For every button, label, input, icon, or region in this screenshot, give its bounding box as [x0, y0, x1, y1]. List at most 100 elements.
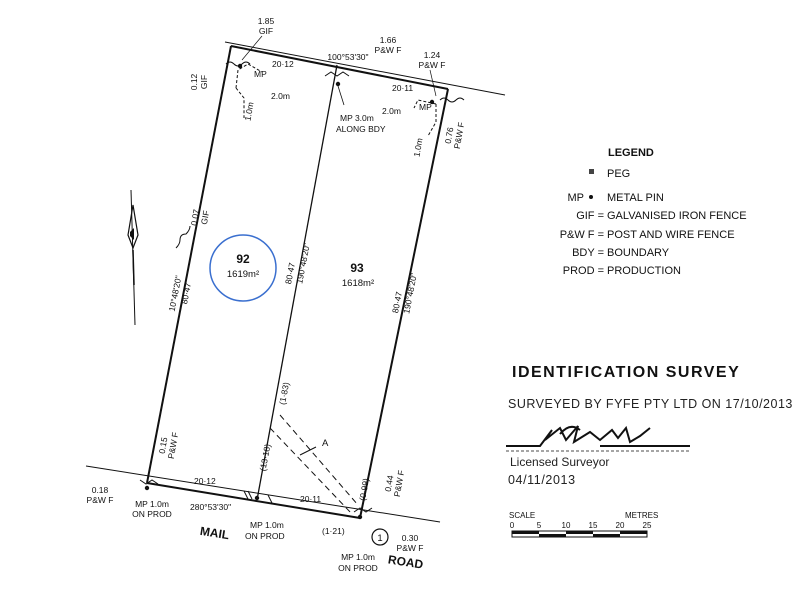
metal-pin-tm [335, 81, 341, 87]
top-road-line [224, 41, 506, 96]
tick-bm-2 [247, 490, 253, 500]
label-bot-bearing: 280°53'30" [190, 502, 231, 512]
middle-boundary [256, 64, 338, 501]
legend-pwf-desc: POST AND WIRE FENCE [607, 229, 735, 241]
scale-tick-20: 20 [616, 521, 625, 530]
bottom-boundary [146, 482, 361, 519]
label-2m-left: 2.0m [271, 91, 290, 101]
fence-wiggle-left [175, 225, 191, 249]
label-mp-mid-2: ALONG BDY [336, 124, 386, 134]
legend-gif-desc: GALVANISED IRON FENCE [607, 210, 747, 222]
leader-tm [337, 85, 345, 106]
label-diag-a: A [322, 438, 329, 449]
label-br-030: 0.30 [402, 533, 419, 543]
label-br-044f: P&W F [392, 469, 407, 497]
scale-bar-seg-4 [593, 534, 620, 537]
survey-title: IDENTIFICATION SURVEY [512, 364, 740, 381]
left-boundary [146, 45, 232, 484]
fence-wiggle-br [353, 507, 373, 513]
metal-pin-bm [254, 495, 260, 501]
legend-title: LEGEND [608, 147, 654, 159]
label-gif-mid-val: 0.07 [189, 208, 202, 226]
label-right-fence: P&W F [452, 121, 467, 149]
label-br-mp-2: ON PROD [338, 563, 378, 573]
scale-bar-seg-5 [620, 531, 647, 534]
scale-unit: METRES [625, 511, 658, 520]
offset-tl [235, 63, 263, 118]
easement-leader [299, 446, 317, 456]
label-diag-2: (13·18) [258, 443, 273, 472]
metal-pin-br [357, 514, 363, 520]
lot-93-number: 93 [350, 261, 364, 275]
legend-peg: PEG [607, 168, 630, 180]
label-gif-mid: GIF [199, 210, 211, 226]
label-bl-out-fence: P&W F [87, 495, 114, 505]
label-left-gif-val: 0.12 [189, 73, 199, 90]
north-arrow-tail [132, 249, 135, 286]
corner-circle-br [371, 528, 389, 546]
label-bm-mp-2: ON PROD [245, 531, 285, 541]
legend-mp-key: MP [568, 192, 585, 204]
scale-tick-5: 5 [537, 521, 542, 530]
tick-bm-1 [243, 490, 249, 500]
label-bl-mp-1: MP 1.0m [135, 499, 169, 509]
label-diag-1: (1·83) [277, 381, 291, 405]
label-bm-mp-1: MP 1.0m [250, 520, 284, 530]
label-top-bearing: 100°53'30" [327, 52, 368, 62]
surveyor-signature [506, 425, 690, 447]
label-1m-left: 1.0m [242, 101, 255, 121]
road-name-right: ROAD [387, 552, 424, 571]
label-tr-fence: P&W F [419, 60, 446, 70]
right-boundary [359, 88, 449, 519]
legend-pwf-key: P&W F = [560, 229, 604, 241]
legend-bdy-desc: BOUNDARY [607, 247, 670, 259]
legend-mp-desc: METAL PIN [607, 192, 664, 204]
label-bl-fence-val: 0.15 [157, 436, 170, 454]
tick-bm-3 [267, 494, 273, 504]
legend-prod-key: PROD = [563, 265, 604, 277]
label-br-099: (0·99) [357, 477, 371, 501]
label-tl-gif: GIF [259, 26, 273, 36]
lot-92-highlight [209, 234, 277, 302]
label-bl-fence: P&W F [166, 431, 181, 459]
label-1m-right: 1.0m [411, 137, 424, 157]
metal-pin-bl [144, 485, 150, 491]
north-arrow-icon [127, 204, 139, 250]
lot-93-area: 1618m² [342, 278, 374, 289]
label-mid-bearing: 190°48'20" [294, 242, 312, 284]
survey-date: 04/11/2013 [508, 473, 576, 487]
label-mp-tr: MP [419, 102, 432, 112]
label-mp-tl: MP [254, 69, 267, 79]
label-mp-mid-1: MP 3.0m [340, 113, 374, 123]
scale-bar-seg-1 [512, 531, 539, 534]
label-bl-out-val: 0.18 [92, 485, 109, 495]
label-br-044: 0.44 [383, 474, 396, 492]
surveyor-role: Licensed Surveyor [510, 455, 609, 469]
label-mid-len: 80·47 [283, 262, 297, 286]
label-right-fence-val: 0.76 [443, 126, 456, 144]
north-arrow-mark [130, 228, 134, 240]
bottom-road-line [85, 465, 441, 523]
leader-tr [429, 69, 437, 97]
lot-92-area: 1619m² [227, 269, 259, 280]
label-right-len: 80·47 [390, 291, 404, 315]
legend-peg-icon [589, 169, 594, 174]
label-2m-right: 2.0m [382, 106, 401, 116]
scale-tick-15: 15 [589, 521, 598, 530]
label-bot-left-dist: 20·12 [194, 476, 216, 486]
fence-wiggle-tr [439, 97, 465, 103]
leader-tl-gif [241, 35, 263, 61]
label-tm-val: 1.66 [380, 35, 397, 45]
metal-pin-tr [429, 99, 435, 105]
scale-tick-25: 25 [643, 521, 652, 530]
label-left-len: 80·47 [179, 282, 193, 306]
fence-wiggle-bl [139, 479, 159, 485]
scale-bar-seg-2 [539, 534, 566, 537]
metal-pin-tl [237, 63, 243, 69]
label-br-mp-1: MP 1.0m [341, 552, 375, 562]
lot-92-number: 92 [236, 252, 250, 266]
label-tl-gif-val: 1.85 [258, 16, 275, 26]
scale-label: SCALE [509, 511, 535, 520]
label-bl-mp-2: ON PROD [132, 509, 172, 519]
